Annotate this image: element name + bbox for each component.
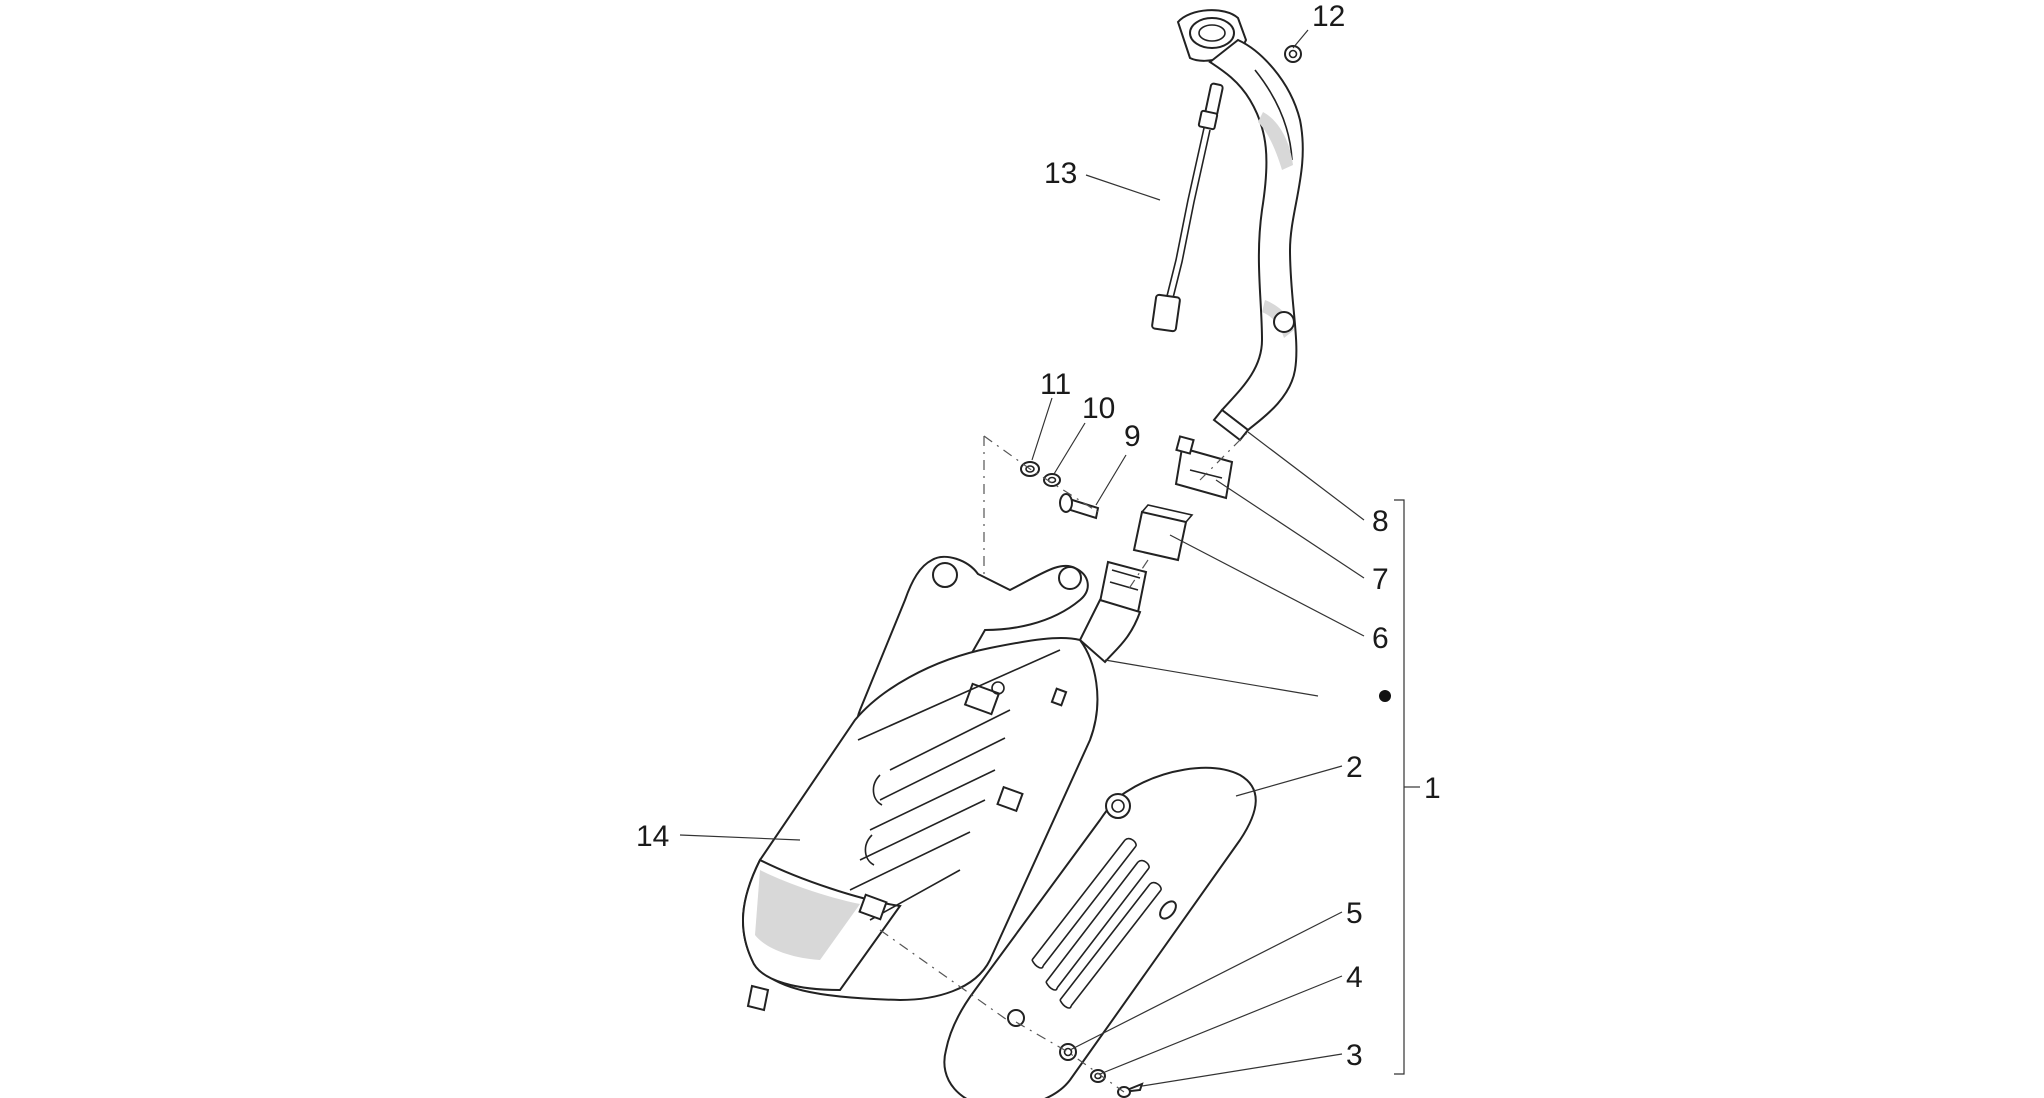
part-7-clamp (1174, 435, 1234, 500)
part-3-screw (1117, 1082, 1144, 1098)
part-8-manifold-pipe (1176, 9, 1304, 442)
callout-5: 5 (1346, 897, 1363, 930)
part-9-bolt (1059, 493, 1100, 520)
part-5-spacer (1059, 1043, 1077, 1061)
callout-3: 3 (1346, 1039, 1363, 1072)
callout-8: 8 (1372, 505, 1389, 538)
part-4-washer (1090, 1069, 1106, 1083)
callout-2: 2 (1346, 751, 1363, 784)
callout-12: 12 (1312, 0, 1345, 33)
callout-7: 7 (1372, 563, 1389, 596)
bullet-marker (1379, 690, 1391, 702)
callout-11: 11 (1040, 368, 1071, 401)
assembly-lines (879, 431, 1249, 1093)
callout-14: 14 (636, 820, 669, 853)
leader-lines (679, 29, 1420, 1087)
part-6-gasket (1132, 504, 1194, 562)
callout-4: 4 (1346, 961, 1363, 994)
part-2-heat-shield (943, 766, 1257, 1098)
callout-9: 9 (1124, 420, 1141, 453)
callout-13: 13 (1044, 157, 1077, 190)
part-13-lambda-sensor (1151, 82, 1224, 333)
part-silencer-body (742, 555, 1148, 1012)
callout-1: 1 (1424, 772, 1441, 805)
part-10-washer (1043, 473, 1061, 487)
part-12-nut (1284, 45, 1302, 63)
callout-10: 10 (1082, 392, 1115, 425)
callout-6: 6 (1372, 622, 1389, 655)
